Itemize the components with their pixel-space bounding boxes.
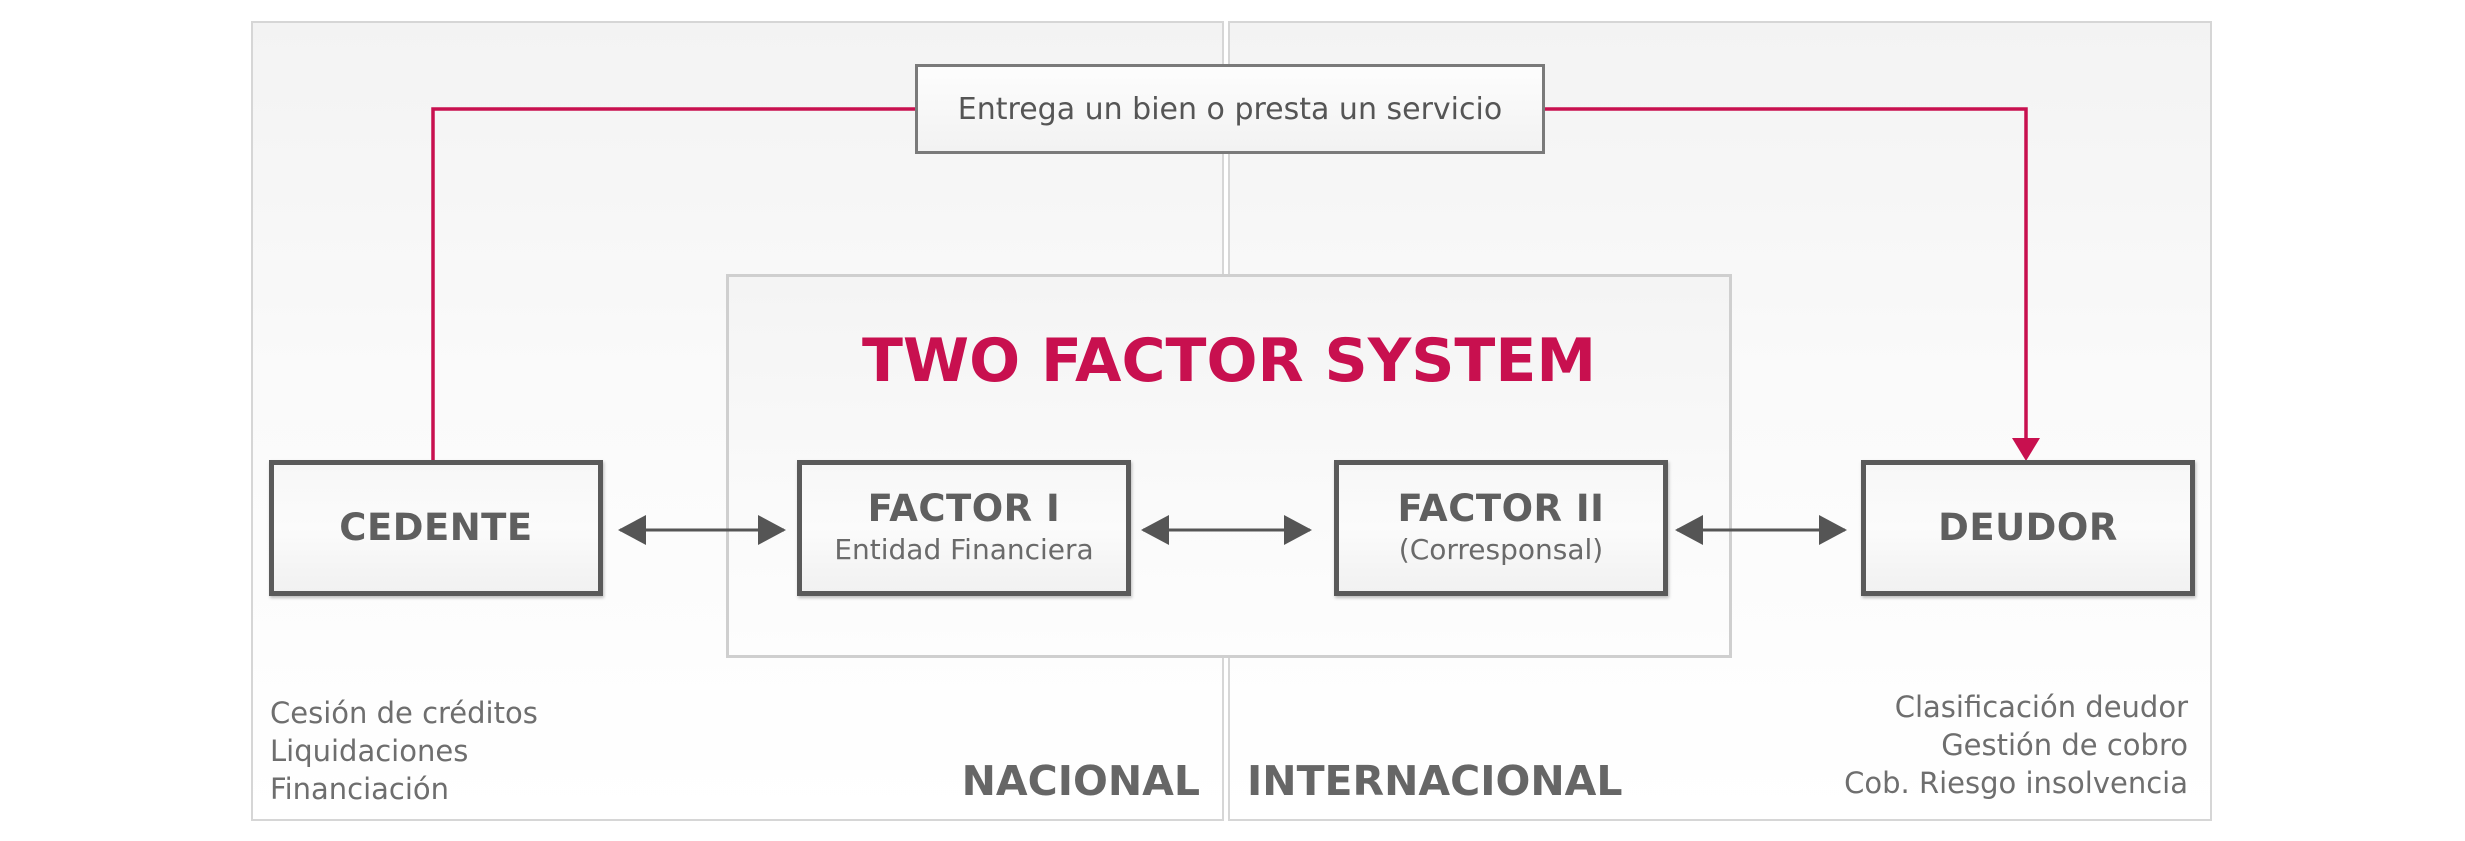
- service-delivery-box: Entrega un bien o presta un servicio: [915, 64, 1545, 154]
- cedente-title: CEDENTE: [339, 505, 533, 549]
- cedente-node: CEDENTE: [269, 460, 603, 596]
- factor-ii-subtitle: (Corresponsal): [1398, 532, 1604, 566]
- factor-ii-node: FACTOR II (Corresponsal): [1334, 460, 1668, 596]
- note-item: Cesión de créditos: [270, 696, 538, 730]
- system-title: TWO FACTOR SYSTEM: [861, 326, 1597, 396]
- double-headed-arrow-icon: [1141, 515, 1312, 545]
- note-item: Cob. Riesgo insolvencia: [1844, 766, 2188, 800]
- note-item: Financiación: [270, 772, 450, 806]
- factor-i-title: FACTOR I: [867, 487, 1061, 531]
- arrow-down-icon: [2012, 438, 2040, 461]
- service-flow-line-left: [431, 107, 915, 464]
- double-headed-arrow-icon: [618, 515, 786, 545]
- service-flow-line-right: [1545, 107, 2028, 440]
- note-item: Gestión de cobro: [1941, 728, 2188, 762]
- factor-i-node: FACTOR I Entidad Financiera: [797, 460, 1131, 596]
- note-item: Clasificación deudor: [1894, 690, 2188, 724]
- region-label-internacional: INTERNACIONAL: [1247, 757, 1623, 805]
- deudor-node: DEUDOR: [1861, 460, 2195, 596]
- double-headed-arrow-icon: [1675, 515, 1847, 545]
- factor-ii-title: FACTOR II: [1397, 487, 1605, 531]
- service-delivery-label: Entrega un bien o presta un servicio: [957, 91, 1503, 127]
- cedente-notes: Cesión de créditos Liquidaciones Financi…: [270, 694, 630, 808]
- region-label-nacional: NACIONAL: [961, 757, 1200, 805]
- deudor-title: DEUDOR: [1938, 505, 2118, 549]
- factor-i-subtitle: Entidad Financiera: [834, 532, 1094, 566]
- deudor-notes: Clasificación deudor Gestión de cobro Co…: [1780, 688, 2188, 802]
- note-item: Liquidaciones: [270, 734, 469, 768]
